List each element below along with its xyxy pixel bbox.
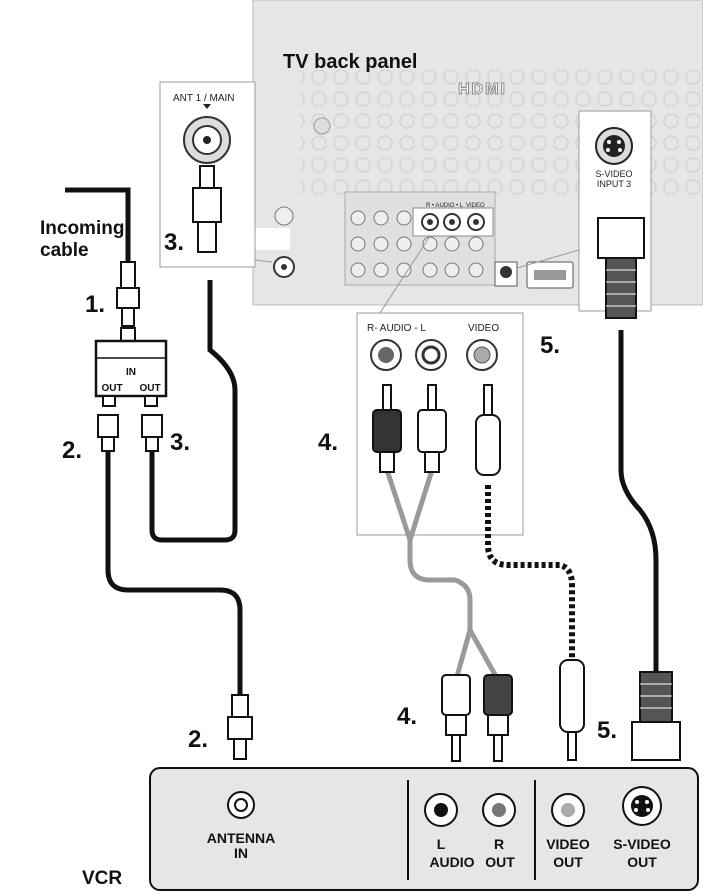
vcr-video-label-2: OUT (553, 854, 583, 870)
vcr-l-label: L (437, 836, 446, 852)
splitter-out-right-label: OUT (139, 383, 160, 394)
vcr-antenna-label-1: ANTENNA (207, 830, 275, 846)
cable-splitter: IN OUT OUT (94, 327, 168, 407)
rca-plug-r-bottom (483, 674, 513, 762)
vcr-out-label: OUT (485, 854, 515, 870)
incoming-cable-label-1: Incoming (40, 218, 124, 239)
audio-cable (407, 540, 473, 681)
rca-plug-video-bottom (559, 659, 585, 761)
vcr-antenna-label-2: IN (234, 845, 248, 861)
vcr-panel: ANTENNA IN L R AUDIO OUT VIDEO OUT S-VID… (149, 767, 699, 891)
step-2-label-bottom: 2. (188, 726, 208, 753)
step-5-label-bottom: 5. (597, 717, 617, 744)
rca-plug-l-bottom (441, 674, 471, 762)
emitter-icon (313, 117, 331, 135)
svideo-input-inset: S-VIDEO INPUT 3 (516, 110, 652, 312)
rca-plug-r-top (372, 384, 402, 473)
vcr-r-label: R (494, 836, 504, 852)
rca-plug-video-top (475, 384, 501, 476)
step-3-label-splitter: 3. (170, 429, 190, 456)
step-1-label: 1. (85, 291, 105, 318)
svideo-plug-bottom (631, 671, 681, 761)
splitter-in-label: IN (126, 367, 136, 378)
f-connector-3b (192, 165, 222, 253)
audio-header: R- AUDIO - L (367, 323, 426, 334)
cable-splitter-to-vcr (105, 445, 243, 700)
step-4-label-bottom: 4. (397, 703, 417, 730)
f-connector-2a (97, 414, 119, 452)
splitter-out-left-label: OUT (101, 383, 122, 394)
video-cable (485, 485, 575, 660)
svideo-cable (618, 330, 659, 680)
f-connector-1 (116, 261, 140, 327)
f-connector-3a (141, 414, 163, 452)
cable-splitter-to-tv (149, 280, 238, 543)
rca-plug-l-top (417, 384, 447, 473)
vcr-name: VCR (82, 868, 122, 889)
panel-audio-mini-label: R • AUDIO • L (426, 203, 464, 209)
ant-main-label: ANT 1 / MAIN (173, 93, 235, 104)
step-3-label-tv: 3. (164, 229, 184, 256)
svideo-input-label-2: INPUT 3 (597, 179, 631, 189)
incoming-cable-label-2: cable (40, 240, 89, 261)
vcr-svideo-label-2: OUT (627, 854, 657, 870)
f-connector-2b (227, 694, 253, 760)
tv-panel-title: TV back panel (283, 51, 418, 73)
incoming-cable (65, 187, 131, 265)
step-2-label-top: 2. (62, 437, 82, 464)
video-header: VIDEO (468, 323, 499, 334)
panel-video-mini-label: VIDEO (466, 203, 485, 209)
vcr-video-label-1: VIDEO (546, 836, 590, 852)
svideo-input-label-1: S-VIDEO (595, 169, 632, 179)
step-4-label-top: 4. (318, 429, 338, 456)
hdmi-logo: HDMI (458, 81, 507, 98)
vcr-audio-label: AUDIO (429, 854, 474, 870)
step-5-label-top: 5. (540, 332, 560, 359)
vcr-svideo-label-1: S-VIDEO (613, 836, 671, 852)
svideo-plug-top (597, 217, 645, 319)
